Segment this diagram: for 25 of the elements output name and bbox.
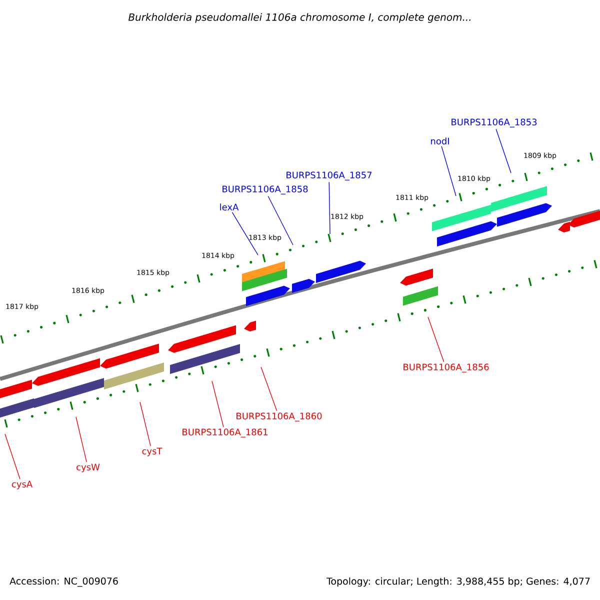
- summary-text: Topology: circular; Length: 3,988,455 bp; Genes: 4,077: [326, 577, 590, 587]
- gene-label: nodI: [431, 138, 449, 144]
- leader-line: [76, 416, 87, 462]
- title: Burkholderia pseudomallei 1106a chromosome I, complete genom...: [128, 13, 470, 23]
- leader-line: [260, 366, 278, 412]
- gene-label: cysT: [142, 448, 162, 456]
- leader-line: [428, 316, 444, 362]
- gene-label: BURPS1106A_1861: [182, 428, 268, 438]
- accession-text: Accession: NC_009076: [10, 577, 118, 587]
- gene-label: lexA: [220, 204, 239, 210]
- gene-label: BURPS1106A_1853: [452, 118, 537, 128]
- leader-line: [328, 182, 330, 234]
- leader-line: [232, 212, 258, 256]
- gene-label: BURPS1106A_1860: [236, 412, 322, 422]
- gene-label: BURPS1106A_1858: [222, 186, 308, 194]
- leader-line: [212, 380, 224, 428]
- leader-line: [140, 402, 151, 446]
- leader-line: [496, 128, 512, 174]
- gene-label: cysA: [12, 480, 32, 490]
- gene-label: cysW: [76, 464, 100, 472]
- gene-label: BURPS1106A_1857: [286, 172, 372, 180]
- gene-label: BURPS1106A_1856: [404, 364, 489, 372]
- leader-line: [268, 196, 294, 246]
- leader-line: [4, 434, 20, 480]
- leader-line: [441, 146, 456, 196]
